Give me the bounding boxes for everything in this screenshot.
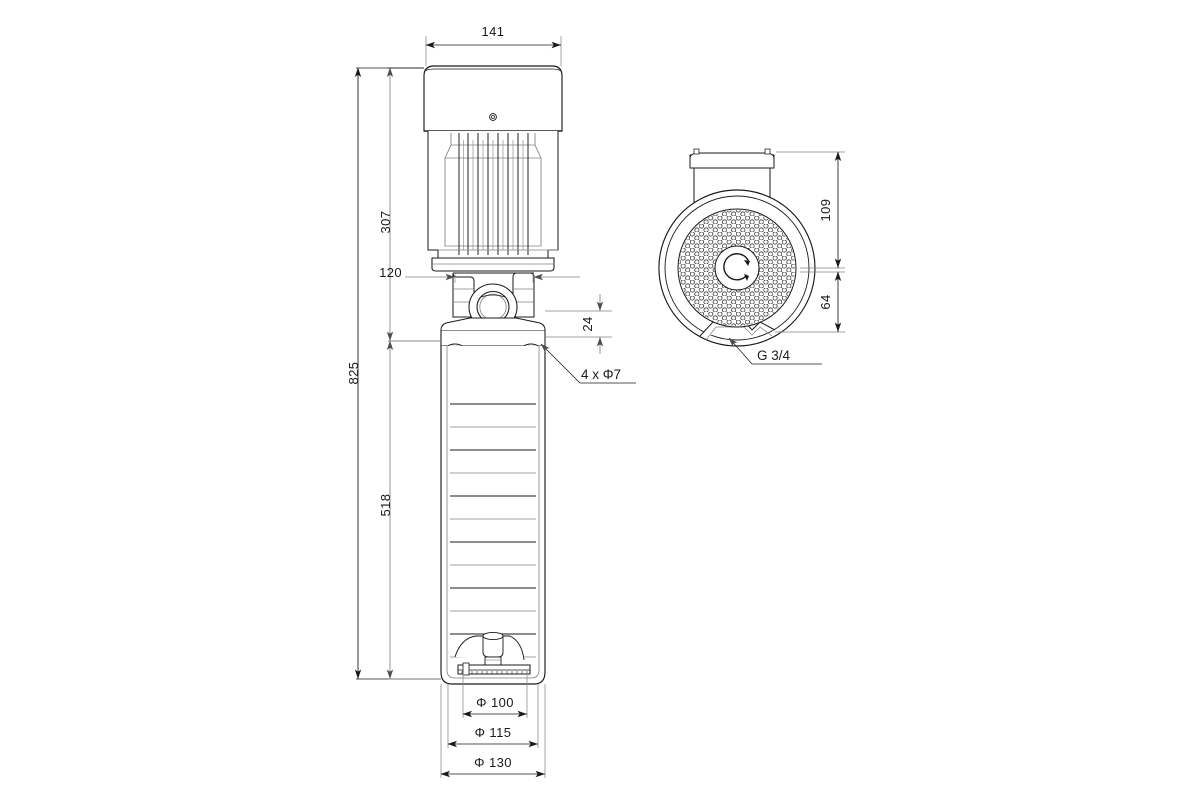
base-suction-interconnector [454,631,531,676]
dimension-head-offset: 24 [545,294,612,354]
dimension-flange-outer: Φ 130 [440,684,546,778]
dimension-label-518: 518 [378,494,393,517]
chamber-stack-sleeve [440,346,546,685]
dimension-head-width: 120 [379,265,580,283]
dimension-label-120: 120 [379,265,402,280]
motor-flange [431,257,555,272]
dimension-port-centre-height: 64 [775,271,845,333]
top-view [658,148,816,347]
terminal-box-screw [489,113,497,121]
dimension-label-24: 24 [580,316,595,331]
front-elevation-view [423,65,563,685]
dimension-fan-cover-height: 109 [776,151,845,269]
rotation-arrow-icon [723,253,750,281]
dimension-bolt-circle-inner: Φ 100 [462,673,528,718]
dimension-overall-height: 825 [346,67,441,680]
annotation-label-port-thread: G 3/4 [757,348,791,363]
dimension-label-109: 109 [818,199,833,222]
dimension-label-141: 141 [482,24,505,39]
dimension-label-307: 307 [378,211,393,234]
annotation-label-mounting-holes: 4 x Φ7 [581,367,621,382]
dimension-motor-width: 141 [425,24,562,66]
dimension-chamber-height: 518 [378,340,441,680]
motor-terminal-box [423,65,563,132]
dimension-label-phi-115: Φ 115 [475,725,512,740]
dimension-label-phi-100: Φ 100 [476,695,514,710]
motor-cooling-fins [427,131,559,259]
dimension-label-825: 825 [346,362,361,385]
motor-fan-cover-perforated [677,208,797,328]
annotation-port-thread: G 3/4 [728,337,822,365]
dimension-bolt-circle-mid: Φ 115 [447,684,539,748]
annotation-mounting-holes: 4 x Φ7 [540,343,636,384]
dimension-label-phi-130: Φ 130 [474,755,512,770]
dimension-label-64: 64 [818,294,833,309]
